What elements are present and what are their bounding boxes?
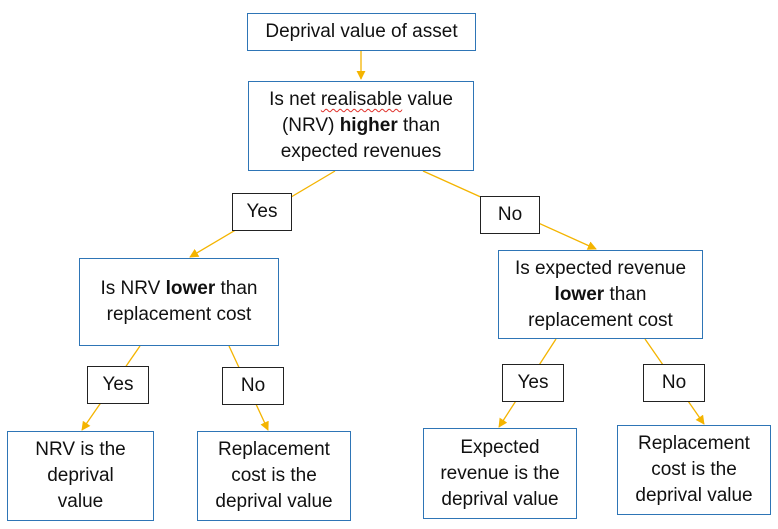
q2-line-1: Is NRV lower than: [100, 278, 258, 299]
r1-line-1: NRV is the: [35, 439, 126, 460]
q1-line-2: (NRV) higher than: [281, 115, 441, 136]
r1-line-2: deprival: [47, 465, 114, 486]
r3-line-3: deprival value: [441, 488, 559, 510]
r2-line-2: cost is the: [231, 465, 317, 486]
root-node-deprival-value: Deprival value of asset: [247, 13, 476, 51]
q1-line-1: Is net realisable value: [269, 89, 453, 110]
result-replacement-cost-right: Replacement cost is the deprival value: [617, 425, 771, 515]
r3-line-1: Expected: [460, 436, 540, 458]
root-node-text: Deprival value of asset: [265, 21, 458, 42]
label-yes-branch-1: Yes: [232, 193, 292, 231]
label-no-branch-1: No: [480, 196, 540, 234]
result-replacement-cost-left: Replacement cost is the deprival value: [197, 431, 351, 521]
r4-line-2: cost is the: [651, 459, 737, 480]
question-nrv-higher-than-revenues: Is net realisable value (NRV) higher tha…: [248, 81, 474, 171]
question-revenue-lower-than-replacement: Is expected revenue lower than replaceme…: [498, 250, 703, 339]
spellcheck-underline: realisable: [320, 89, 403, 110]
label-no-branch-3: No: [643, 364, 705, 402]
q2-line-2: replacement cost: [106, 304, 252, 325]
r4-line-3: deprival value: [635, 485, 753, 506]
label-no-branch-2: No: [222, 367, 284, 405]
r3-line-2: revenue is the: [440, 462, 560, 484]
question-nrv-lower-than-replacement: Is NRV lower than replacement cost: [79, 258, 279, 346]
r4-line-1: Replacement: [638, 433, 750, 454]
q3-line-1: Is expected revenue: [514, 257, 687, 279]
r1-line-3: value: [57, 491, 104, 512]
q1-line-3: expected revenues: [280, 141, 442, 162]
q3-line-2: lower than: [554, 283, 647, 305]
result-nrv-is-deprival-value: NRV is the deprival value: [7, 431, 154, 521]
result-expected-revenue: Expected revenue is the deprival value: [423, 428, 577, 519]
r2-line-3: deprival value: [215, 491, 333, 512]
q3-line-3: replacement cost: [528, 309, 673, 331]
label-yes-branch-3: Yes: [502, 364, 564, 402]
label-yes-branch-2: Yes: [87, 366, 149, 404]
r2-line-1: Replacement: [218, 439, 330, 460]
